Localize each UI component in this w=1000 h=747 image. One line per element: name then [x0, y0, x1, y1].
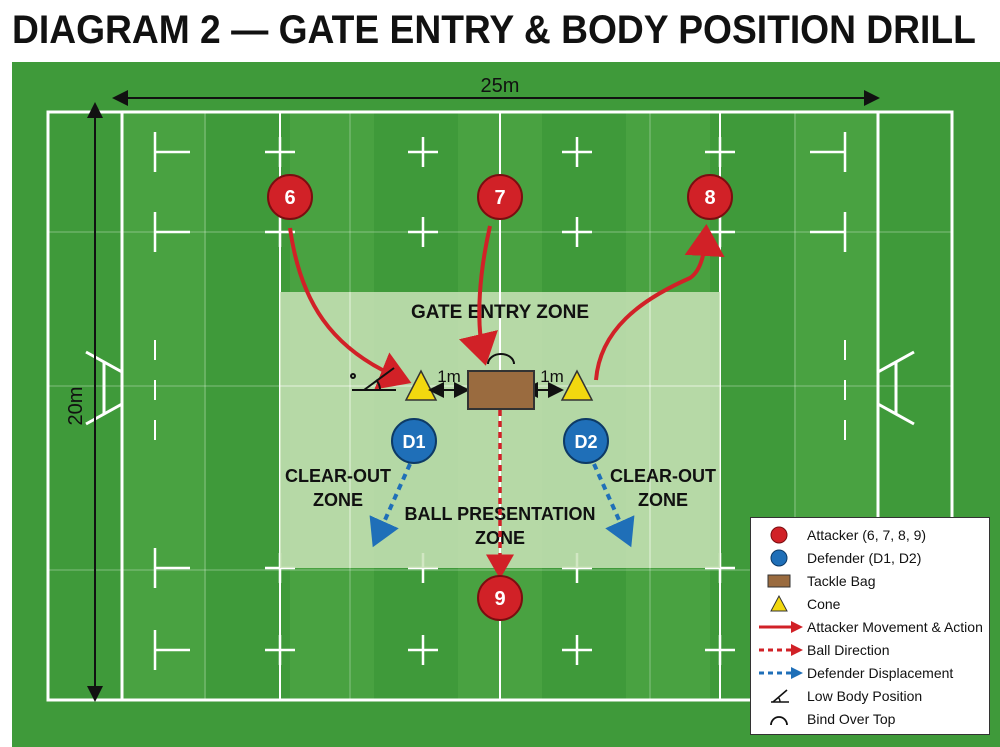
clear-out-right-label-1: CLEAR-OUT [610, 466, 716, 486]
legend-label: Ball Direction [807, 642, 890, 658]
legend-row: Bind Over Top [751, 708, 991, 730]
legend-label: Attacker (6, 7, 8, 9) [807, 527, 927, 543]
attacker-8-number: 8 [704, 187, 715, 209]
goal-post-right [876, 350, 915, 426]
bind-over-top-symbol [487, 353, 515, 365]
attacker-8: 8 [687, 174, 733, 220]
cone-icon [770, 594, 788, 612]
defender-d2-label: D2 [574, 432, 597, 452]
defender-icon [770, 549, 788, 567]
clear-out-left-label-2: ZONE [313, 490, 363, 510]
defender-d2: D2 [563, 418, 609, 464]
defender-arrow-icon [759, 667, 803, 679]
legend-row: Defender (D1, D2) [751, 547, 991, 569]
tackle-bag [467, 370, 535, 410]
gap-left-label: 1m [437, 367, 461, 386]
low-body-icon [771, 689, 789, 703]
clear-out-left-label-1: CLEAR-OUT [285, 466, 391, 486]
legend-label: Attacker Movement & Action [807, 619, 983, 635]
legend-row: Defender Displacement [751, 662, 991, 684]
attacker-7-arrow [459, 225, 498, 366]
legend-label: Cone [807, 596, 841, 612]
attacker-6-number: 6 [284, 187, 295, 209]
defender-d1: D1 [391, 418, 437, 464]
legend-label: Defender (D1, D2) [807, 550, 922, 566]
legend-label: Defender Displacement [807, 665, 954, 681]
height-dimension-label: 20m [65, 387, 87, 426]
attacker-8-arrow [594, 224, 725, 381]
low-body-position-symbol [350, 367, 396, 391]
gate-entry-zone-label: GATE ENTRY ZONE [411, 302, 589, 323]
attacker-7-number: 7 [494, 187, 505, 209]
attacker-9: 9 [477, 575, 523, 621]
gap-right-label: 1m [540, 367, 564, 386]
tackle-bag-icon [767, 574, 791, 588]
defender-d1-arrow [369, 463, 412, 548]
legend-label: Low Body Position [807, 688, 923, 704]
width-dimension-label: 25m [481, 75, 520, 97]
cone-right [560, 369, 594, 401]
goal-post-left [85, 350, 124, 426]
clear-out-right-label-2: ZONE [638, 490, 688, 510]
legend-row: Attacker Movement & Action [751, 616, 991, 638]
attacker-6-arrow [288, 227, 412, 390]
attacker-6: 6 [267, 174, 313, 220]
legend-row: Cone [751, 593, 991, 615]
legend-label: Bind Over Top [807, 711, 896, 727]
legend-row: Tackle Bag [751, 570, 991, 592]
defender-d1-label: D1 [402, 432, 425, 452]
legend: Attacker (6, 7, 8, 9) Defender (D1, D2) … [750, 517, 990, 735]
attacker-arrow-icon [759, 621, 803, 633]
legend-row: Ball Direction [751, 639, 991, 661]
ball-presentation-label-2: ZONE [475, 528, 525, 548]
ball-direction-icon [759, 644, 803, 656]
diagram-title: DIAGRAM 2 — GATE ENTRY & BODY POSITION D… [12, 8, 976, 52]
legend-row: Low Body Position [751, 685, 991, 707]
defender-d2-arrow [592, 463, 635, 548]
attacker-icon [770, 526, 788, 544]
bind-icon [770, 716, 788, 726]
legend-label: Tackle Bag [807, 573, 876, 589]
legend-row: Attacker (6, 7, 8, 9) [751, 524, 991, 546]
attacker-9-number: 9 [494, 588, 505, 610]
attacker-7: 7 [477, 174, 523, 220]
